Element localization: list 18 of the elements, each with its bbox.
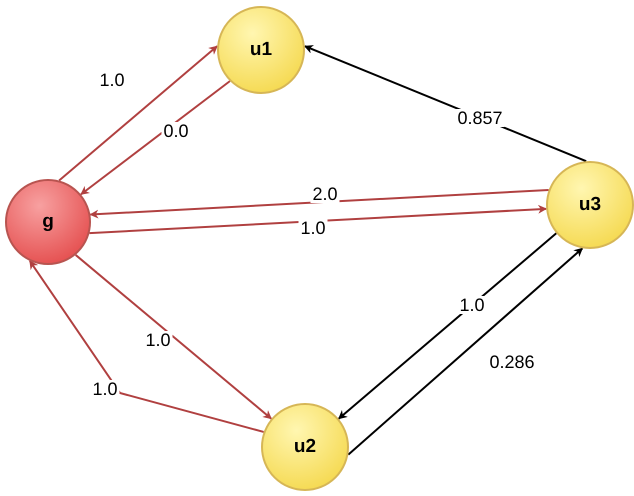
graph-node: u1 xyxy=(217,6,305,94)
arrow xyxy=(75,254,272,420)
arrow xyxy=(338,232,557,420)
edge-label: 0.0 xyxy=(161,122,191,140)
edge-label: 2.0 xyxy=(310,185,340,203)
graph-node: g xyxy=(5,179,91,265)
graph-node: u2 xyxy=(261,403,349,491)
arrow xyxy=(89,188,549,219)
edge-label: 1.0 xyxy=(457,296,487,314)
edge-label: 1.0 xyxy=(298,219,328,237)
arrow xyxy=(89,204,548,234)
arrow xyxy=(58,45,218,182)
graph-node: u3 xyxy=(546,161,634,249)
edge-label: 0.857 xyxy=(455,109,505,127)
edge-label: 0.286 xyxy=(487,353,537,371)
arrow xyxy=(29,260,264,433)
arrow xyxy=(348,248,584,456)
arrow xyxy=(80,80,230,196)
